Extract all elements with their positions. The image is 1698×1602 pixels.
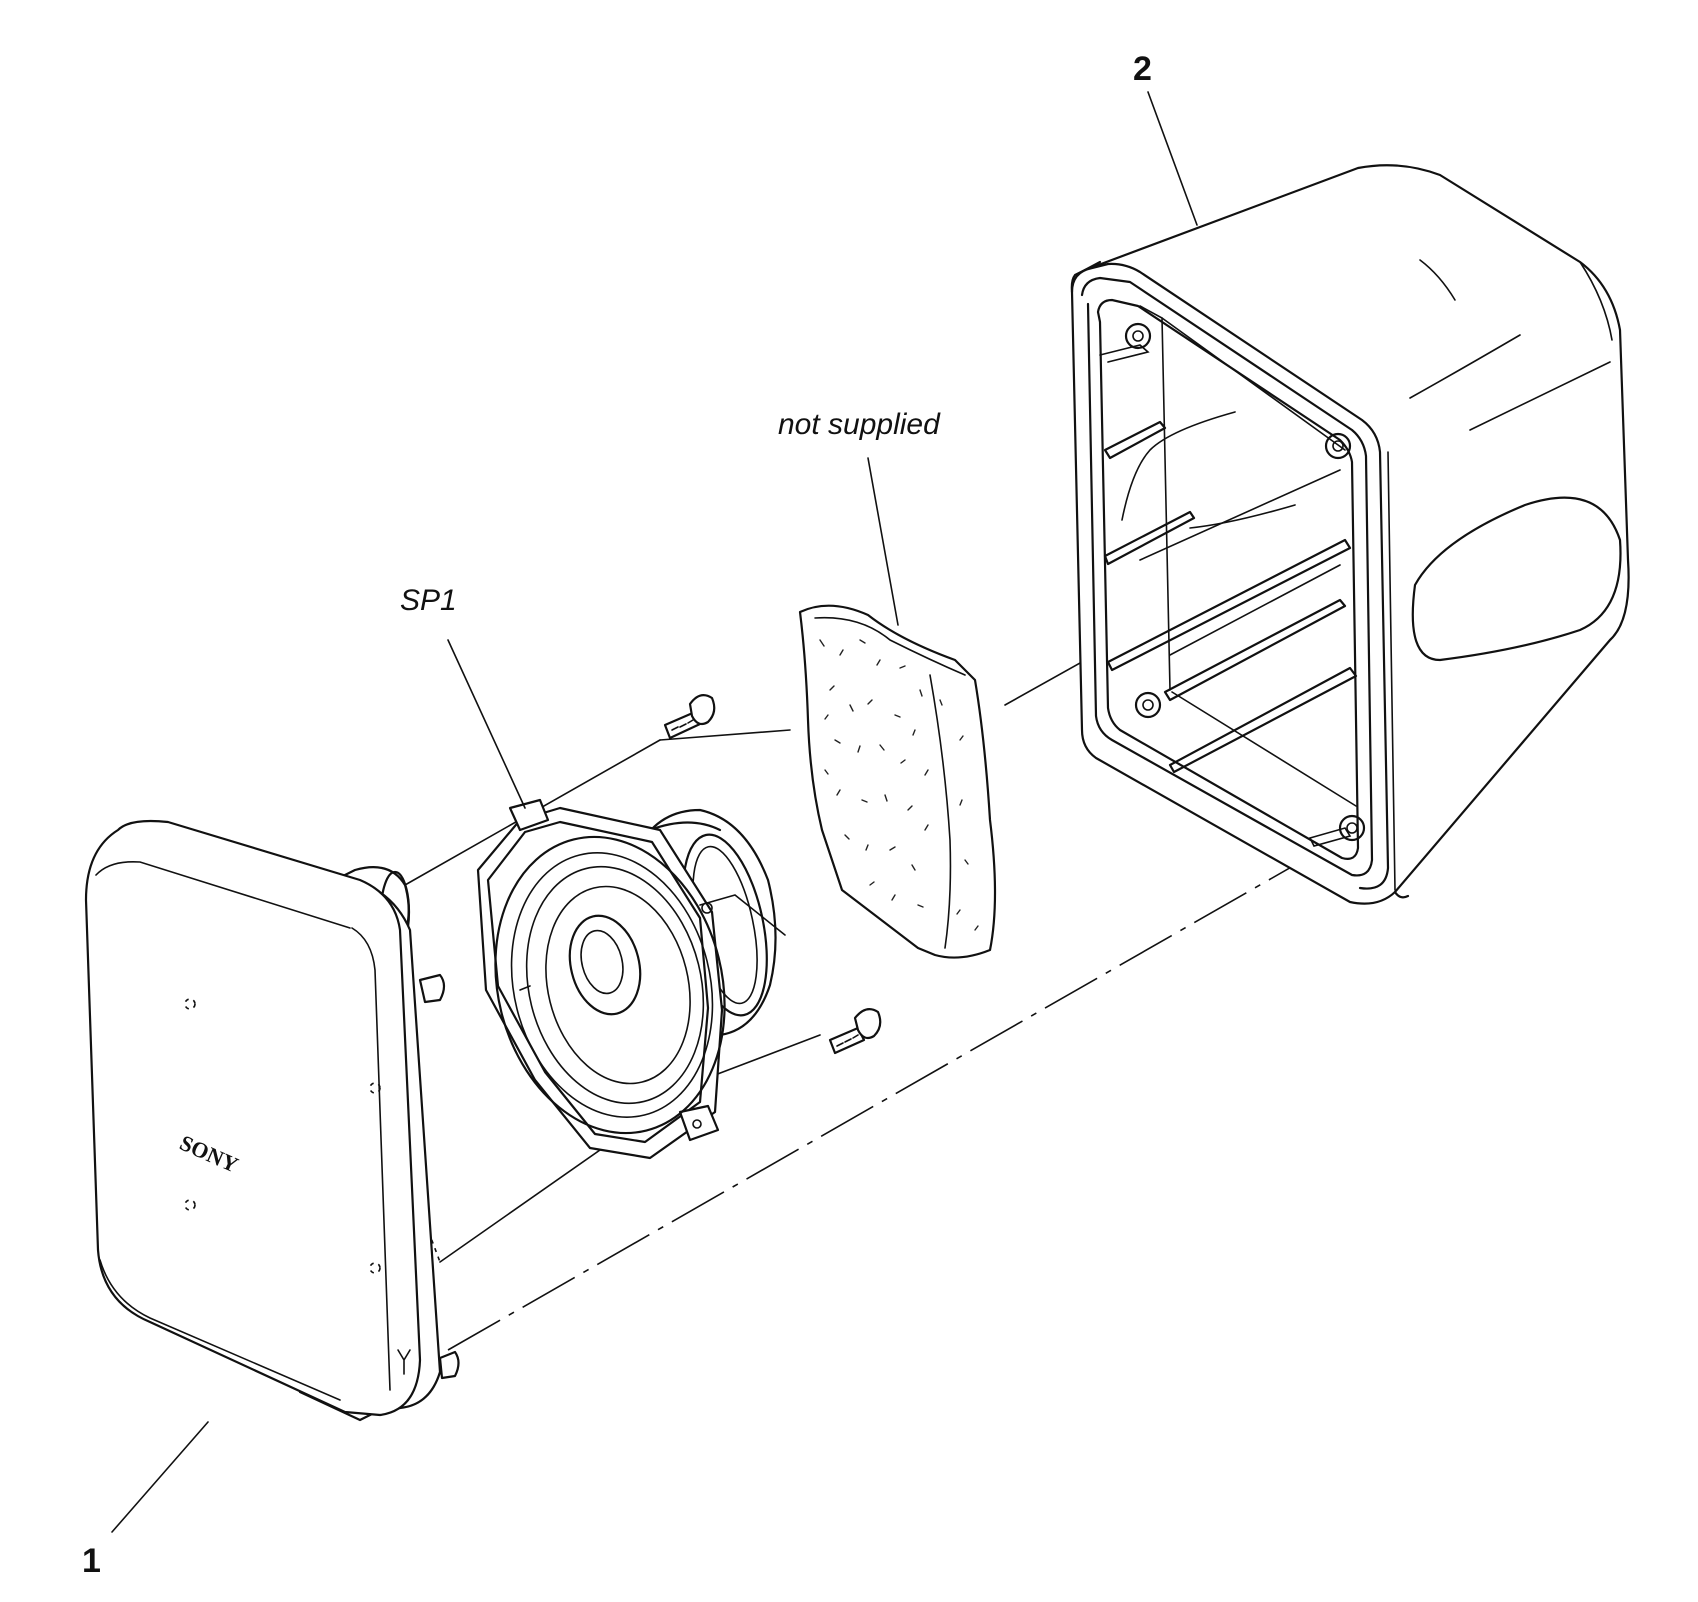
foam-padding <box>798 604 997 959</box>
screw-lower <box>828 1007 882 1055</box>
speaker-driver <box>476 798 786 1160</box>
screw-boss-top-right <box>1324 432 1352 460</box>
callout-speaker: SP1 <box>400 584 526 809</box>
screw-boss-top-left <box>1099 322 1152 363</box>
foam-texture <box>819 639 979 931</box>
cabinet-enclosure <box>1070 164 1630 905</box>
callout-label-padding: not supplied <box>778 408 941 441</box>
callout-cabinet: 2 <box>1133 50 1198 226</box>
callout-label-speaker: SP1 <box>400 584 457 617</box>
callout-label-cabinet: 2 <box>1133 50 1152 88</box>
screw-boss-bottom-right <box>1308 814 1366 847</box>
callout-padding: not supplied <box>778 408 941 626</box>
callout-front-grille: 1 <box>82 1421 209 1580</box>
callout-label-front-grille: 1 <box>82 1542 101 1580</box>
front-grille: SONY <box>84 819 460 1422</box>
screw-boss-bottom-left <box>1134 691 1162 719</box>
screw-upper <box>663 693 716 740</box>
